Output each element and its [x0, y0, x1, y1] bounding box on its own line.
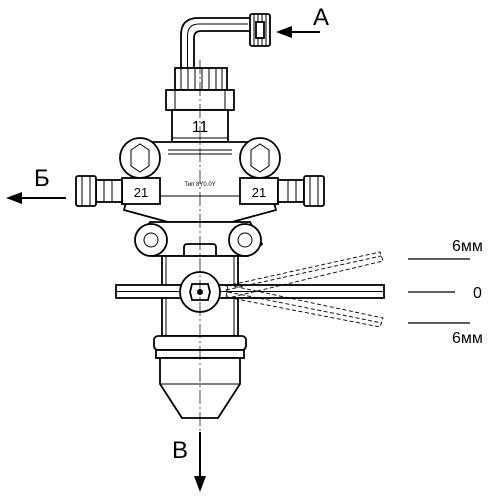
lever-down-position [225, 284, 384, 328]
inlet-arrow [276, 26, 320, 38]
nameplate: Тип 8Y0.0Y [184, 182, 215, 188]
top-hex-nut [165, 67, 235, 143]
bottom-outlet-arrow [194, 432, 206, 492]
scale-lower-label: 6мм [452, 330, 483, 347]
inlet-pipe [180, 17, 250, 70]
port-label-v: В [172, 437, 188, 464]
port-label-b: Б [34, 165, 50, 192]
nameplate-line2: Тип 8Y0.0Y [184, 182, 215, 188]
port-label-a: А [313, 4, 329, 31]
right-outlet-fitting [239, 175, 325, 207]
lower-right-boss [228, 223, 262, 257]
inlet-fitting [249, 13, 271, 47]
side-outlet-arrow [6, 192, 66, 204]
outlet-nozzle [159, 357, 241, 419]
upper-right-hex-plug [239, 137, 281, 179]
scale-zero-label: 0 [473, 285, 482, 302]
right-nut-size-label: 21 [252, 185, 266, 200]
left-outlet-fitting [75, 175, 161, 207]
scale-upper-label: 6мм [452, 238, 483, 255]
upper-left-hex-plug [119, 137, 161, 179]
lower-left-boss [134, 223, 168, 257]
left-nut-size-label: 21 [134, 185, 148, 200]
lever-up-position [225, 251, 384, 299]
lever-scale [408, 258, 470, 324]
